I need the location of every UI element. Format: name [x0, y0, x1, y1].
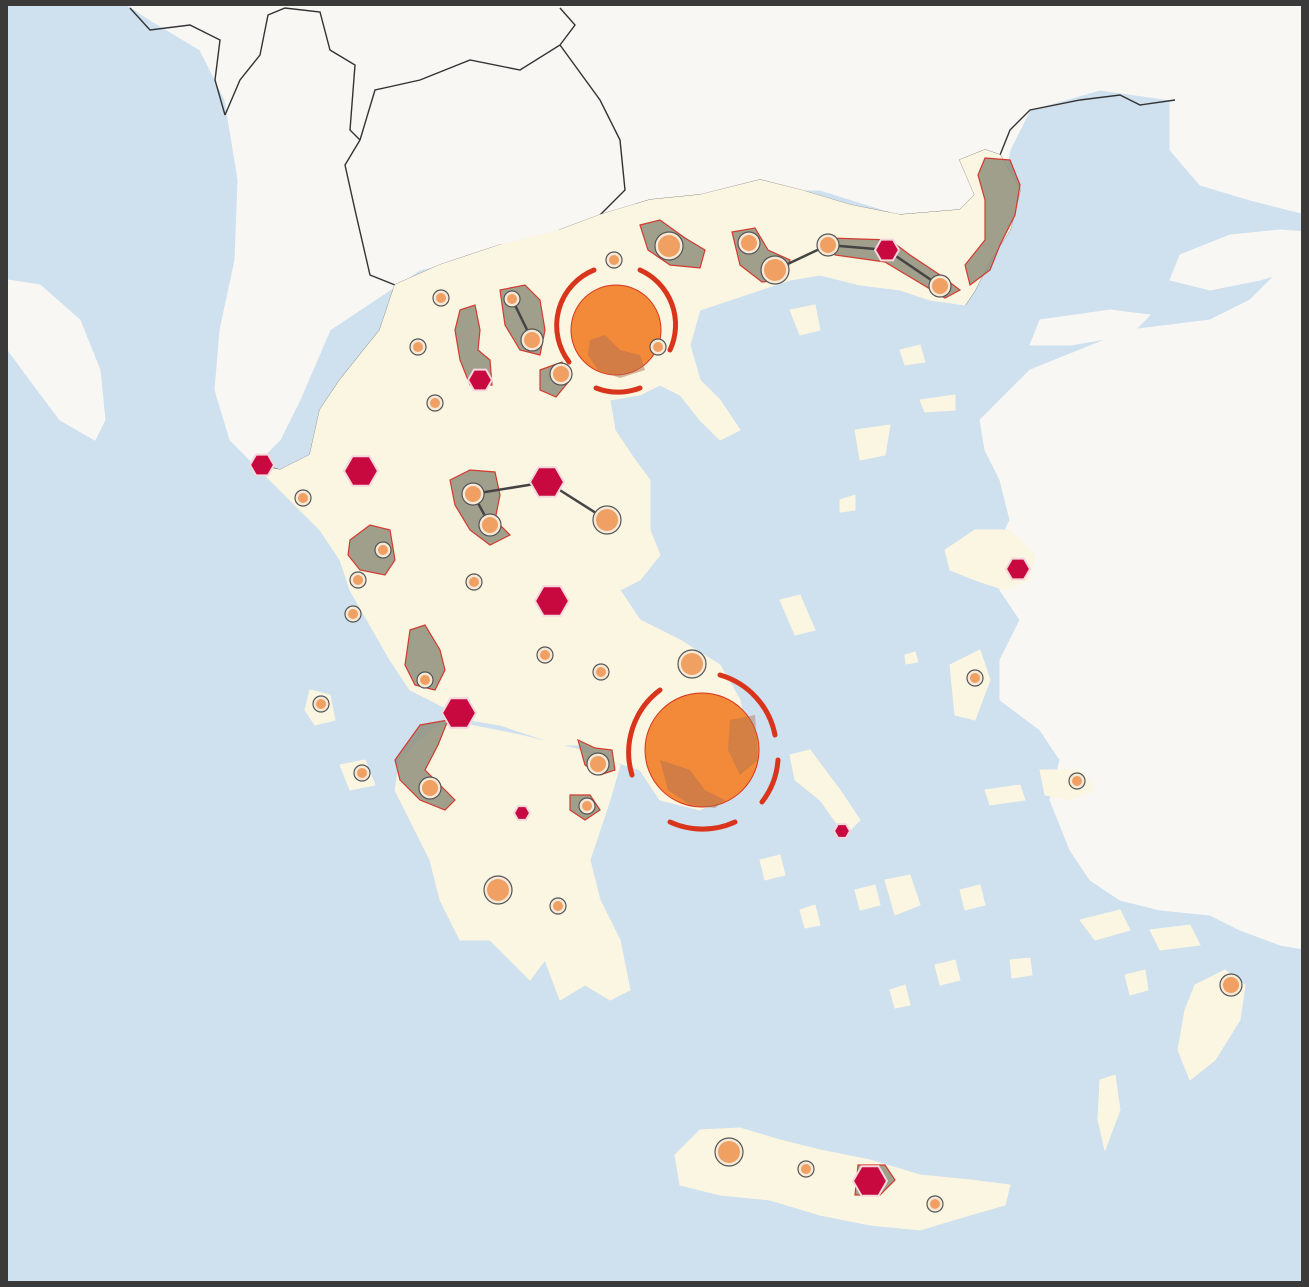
city-marker[interactable] [374, 541, 392, 559]
hexagon-marker[interactable] [466, 368, 494, 392]
hexagon-marker[interactable] [248, 453, 276, 477]
hexagon-marker[interactable] [832, 823, 852, 839]
metro-athens[interactable] [626, 672, 781, 832]
hexagon-marker[interactable] [440, 697, 478, 729]
city-marker[interactable] [503, 290, 521, 308]
hexagon-marker[interactable] [873, 238, 901, 262]
city-marker[interactable] [797, 1160, 815, 1178]
city-marker[interactable] [478, 513, 502, 537]
city-marker[interactable] [586, 752, 610, 776]
city-markers[interactable] [294, 231, 1243, 1213]
city-marker[interactable] [549, 897, 567, 915]
metro-thessaloniki[interactable] [554, 267, 679, 395]
city-marker[interactable] [760, 255, 790, 285]
hexagon-markers[interactable] [248, 238, 1032, 1197]
city-marker[interactable] [520, 328, 544, 352]
greece-map[interactable] [8, 6, 1301, 1281]
hexagon-marker[interactable] [342, 455, 380, 487]
map-frame[interactable] [8, 6, 1301, 1281]
city-marker[interactable] [926, 1195, 944, 1213]
city-marker[interactable] [578, 797, 596, 815]
city-marker[interactable] [426, 394, 444, 412]
city-marker[interactable] [654, 231, 684, 261]
city-marker[interactable] [344, 605, 362, 623]
city-marker[interactable] [353, 764, 371, 782]
city-marker[interactable] [483, 875, 513, 905]
city-marker[interactable] [677, 649, 707, 679]
city-marker[interactable] [1068, 772, 1086, 790]
city-marker[interactable] [294, 489, 312, 507]
hexagon-marker[interactable] [533, 585, 571, 617]
city-marker[interactable] [409, 338, 427, 356]
city-marker[interactable] [592, 663, 610, 681]
city-marker[interactable] [928, 274, 952, 298]
city-marker[interactable] [737, 231, 761, 255]
hexagon-marker[interactable] [1004, 557, 1032, 581]
city-marker[interactable] [714, 1137, 744, 1167]
hexagon-marker[interactable] [528, 466, 566, 498]
city-marker[interactable] [416, 671, 434, 689]
city-marker[interactable] [465, 573, 483, 591]
city-marker[interactable] [1219, 973, 1243, 997]
city-marker[interactable] [649, 338, 667, 356]
hexagon-marker[interactable] [512, 805, 532, 821]
city-marker[interactable] [549, 362, 573, 386]
city-marker[interactable] [432, 289, 450, 307]
city-marker[interactable] [605, 251, 623, 269]
city-marker[interactable] [966, 669, 984, 687]
city-marker[interactable] [816, 233, 840, 257]
hexagon-marker[interactable] [851, 1165, 889, 1197]
city-marker[interactable] [592, 505, 622, 535]
city-marker[interactable] [312, 695, 330, 713]
city-marker[interactable] [461, 482, 485, 506]
city-marker[interactable] [418, 776, 442, 800]
city-marker[interactable] [349, 571, 367, 589]
city-marker[interactable] [536, 646, 554, 664]
